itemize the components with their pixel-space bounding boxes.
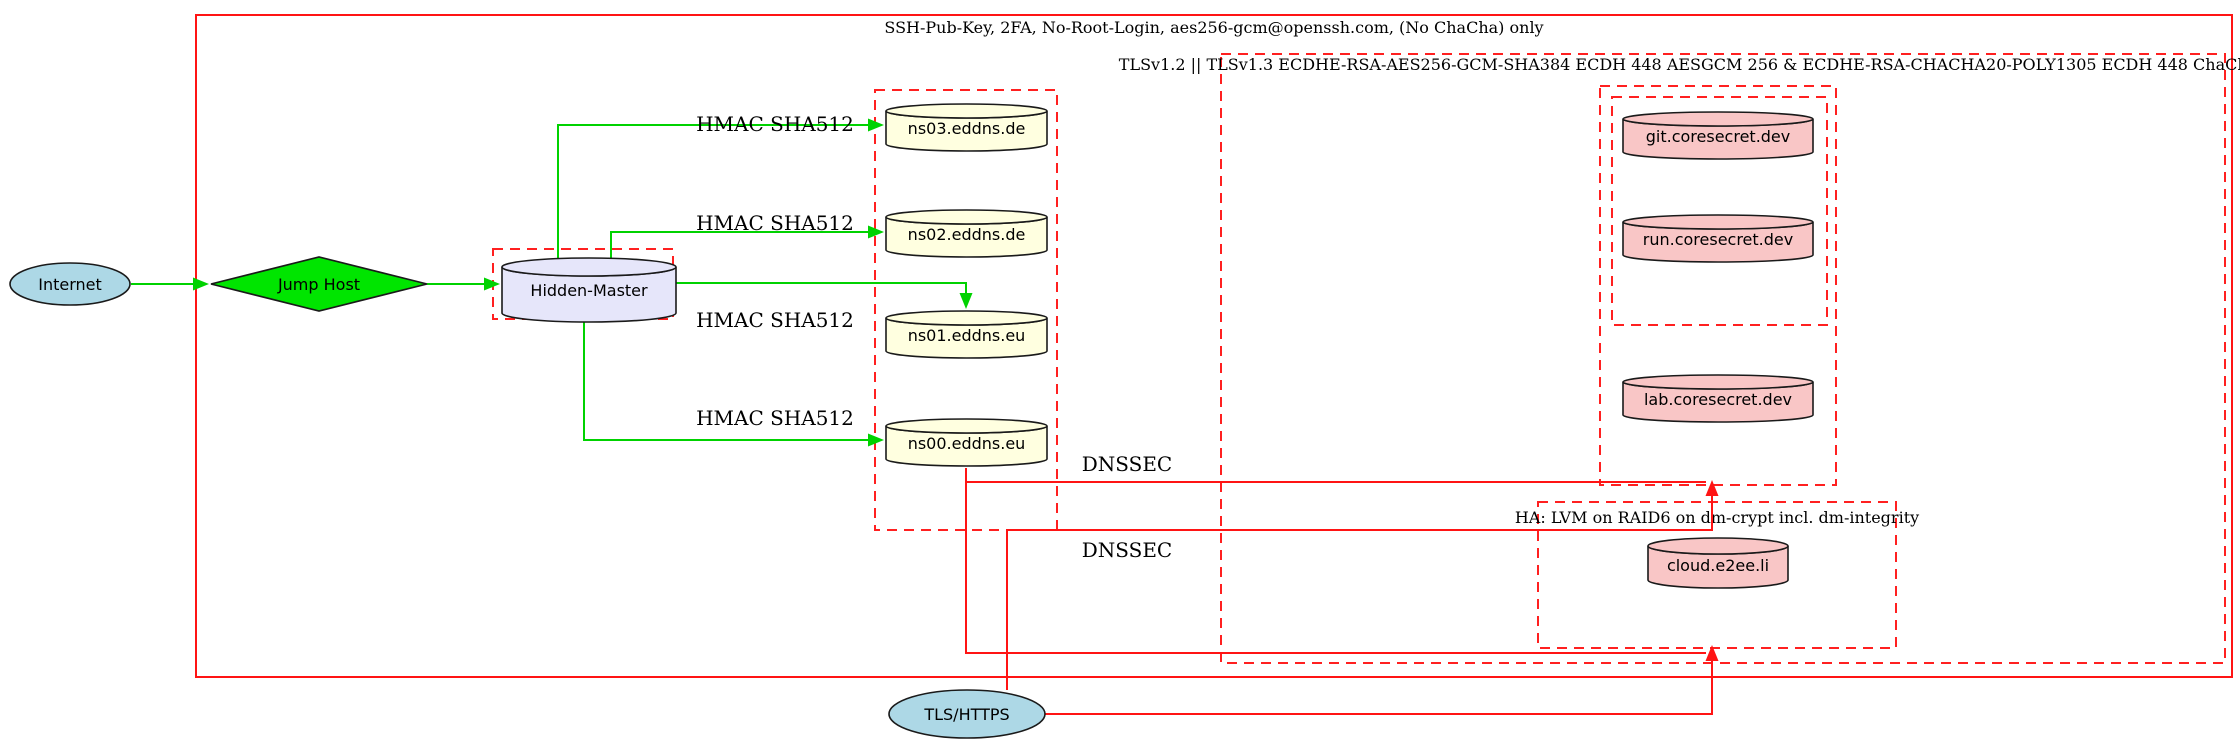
node-ns00: ns00.eddns.eu (885, 418, 1048, 467)
hidden-master-label: Hidden-Master (530, 281, 648, 300)
cluster-ssh-label: SSH-Pub-Key, 2FA, No-Root-Login, aes256-… (884, 18, 1543, 37)
edge-label-hmac-ns01: HMAC SHA512 (696, 308, 854, 332)
ns02-label: ns02.eddns.de (908, 225, 1026, 244)
node-cloud: cloud.e2ee.li (1647, 537, 1789, 589)
edge-ns00-ha-dnssec (965, 482, 1706, 654)
cloud-label: cloud.e2ee.li (1667, 556, 1769, 575)
edge-hiddenmaster-ns02 (610, 231, 868, 258)
internet-ellipse (9, 262, 131, 306)
ns03-label: ns03.eddns.de (908, 119, 1026, 138)
edge-ns00-coresecret-dnssec (965, 468, 1706, 483)
cluster-dns-box (874, 89, 1058, 531)
edge-tlshttps-ha (1043, 661, 1713, 715)
cluster-ssh: SSH-Pub-Key, 2FA, No-Root-Login, aes256-… (195, 14, 2233, 678)
node-lab: lab.coresecret.dev (1622, 374, 1814, 423)
run-cylinder-top (1622, 214, 1814, 230)
node-tls-https: TLS/HTTPS (888, 689, 1046, 739)
node-run: run.coresecret.dev (1622, 214, 1814, 263)
ns02-cylinder-top (885, 209, 1048, 225)
arrowhead-internet-jumphost (193, 277, 209, 291)
hidden-master-cylinder-top (501, 257, 677, 277)
arrowhead-hiddenmaster-ns02 (868, 225, 884, 239)
edge-label-dnssec-2: DNSSEC (1082, 538, 1173, 562)
jump-host-label: Jump Host (277, 275, 360, 294)
arrowhead-hiddenmaster-ns01 (959, 293, 973, 309)
edge-label-hmac-ns03: HMAC SHA512 (696, 112, 854, 136)
node-internet: Internet (9, 262, 131, 306)
cluster-ssh-box (195, 14, 2233, 678)
node-ns01: ns01.eddns.eu (885, 310, 1048, 359)
cluster-ha-box (1537, 501, 1897, 649)
git-cylinder-top (1622, 111, 1814, 127)
ns01-cylinder-top (885, 310, 1048, 326)
arrowhead-into-coresecret-cluster (1705, 480, 1719, 496)
node-ns03: ns03.eddns.de (885, 103, 1048, 152)
edge-label-hmac-ns02: HMAC SHA512 (696, 211, 854, 235)
cluster-ha-label: HA: LVM on RAID6 on dm-crypt incl. dm-in… (1515, 508, 1919, 527)
cluster-ha: HA: LVM on RAID6 on dm-crypt incl. dm-in… (1515, 501, 1919, 649)
internet-label: Internet (38, 275, 102, 294)
cluster-tls-box (1220, 53, 2226, 664)
edge-label-dnssec-1: DNSSEC (1082, 452, 1173, 476)
arrowhead-hiddenmaster-ns00 (868, 433, 884, 447)
node-hidden-master: Hidden-Master (501, 257, 677, 323)
jump-host-diamond (210, 256, 428, 312)
cluster-git-run-box (1611, 96, 1828, 326)
edges-red (965, 468, 1719, 715)
edge-tlshttps-coresecret (1006, 496, 1713, 690)
git-label: git.coresecret.dev (1646, 127, 1791, 146)
ns00-cylinder-top (885, 418, 1048, 434)
cluster-tls-label: TLSv1.2 || TLSv1.3 ECDHE-RSA-AES256-GCM-… (1119, 55, 2240, 74)
node-jump-host: Jump Host (210, 256, 428, 312)
cluster-coresecret-zone-box (1599, 85, 1837, 486)
lab-label: lab.coresecret.dev (1644, 390, 1792, 409)
cluster-tls: TLSv1.2 || TLSv1.3 ECDHE-RSA-AES256-GCM-… (1119, 53, 2240, 664)
cloud-cylinder-top (1647, 537, 1789, 555)
run-label: run.coresecret.dev (1643, 230, 1793, 249)
lab-cylinder-top (1622, 374, 1814, 390)
edge-label-layer: HMAC SHA512 HMAC SHA512 HMAC SHA512 HMAC… (696, 112, 1172, 562)
arrowhead-hiddenmaster-ns03 (868, 118, 884, 132)
tls-https-label: TLS/HTTPS (923, 705, 1009, 724)
node-git: git.coresecret.dev (1622, 111, 1814, 160)
edge-label-hmac-ns00: HMAC SHA512 (696, 406, 854, 430)
edge-hiddenmaster-ns03 (557, 124, 868, 258)
node-ns02: ns02.eddns.de (885, 209, 1048, 258)
arrowhead-jumphost-hiddenmaster (484, 277, 500, 291)
ns00-label: ns00.eddns.eu (908, 434, 1026, 453)
edge-hiddenmaster-ns01 (676, 282, 967, 293)
edge-hiddenmaster-ns00 (583, 322, 868, 441)
edges-green (131, 118, 973, 447)
tls-https-ellipse (888, 689, 1046, 739)
ns01-label: ns01.eddns.eu (908, 326, 1026, 345)
arrowhead-into-ha-cluster (1705, 645, 1719, 661)
ns03-cylinder-top (885, 103, 1048, 119)
